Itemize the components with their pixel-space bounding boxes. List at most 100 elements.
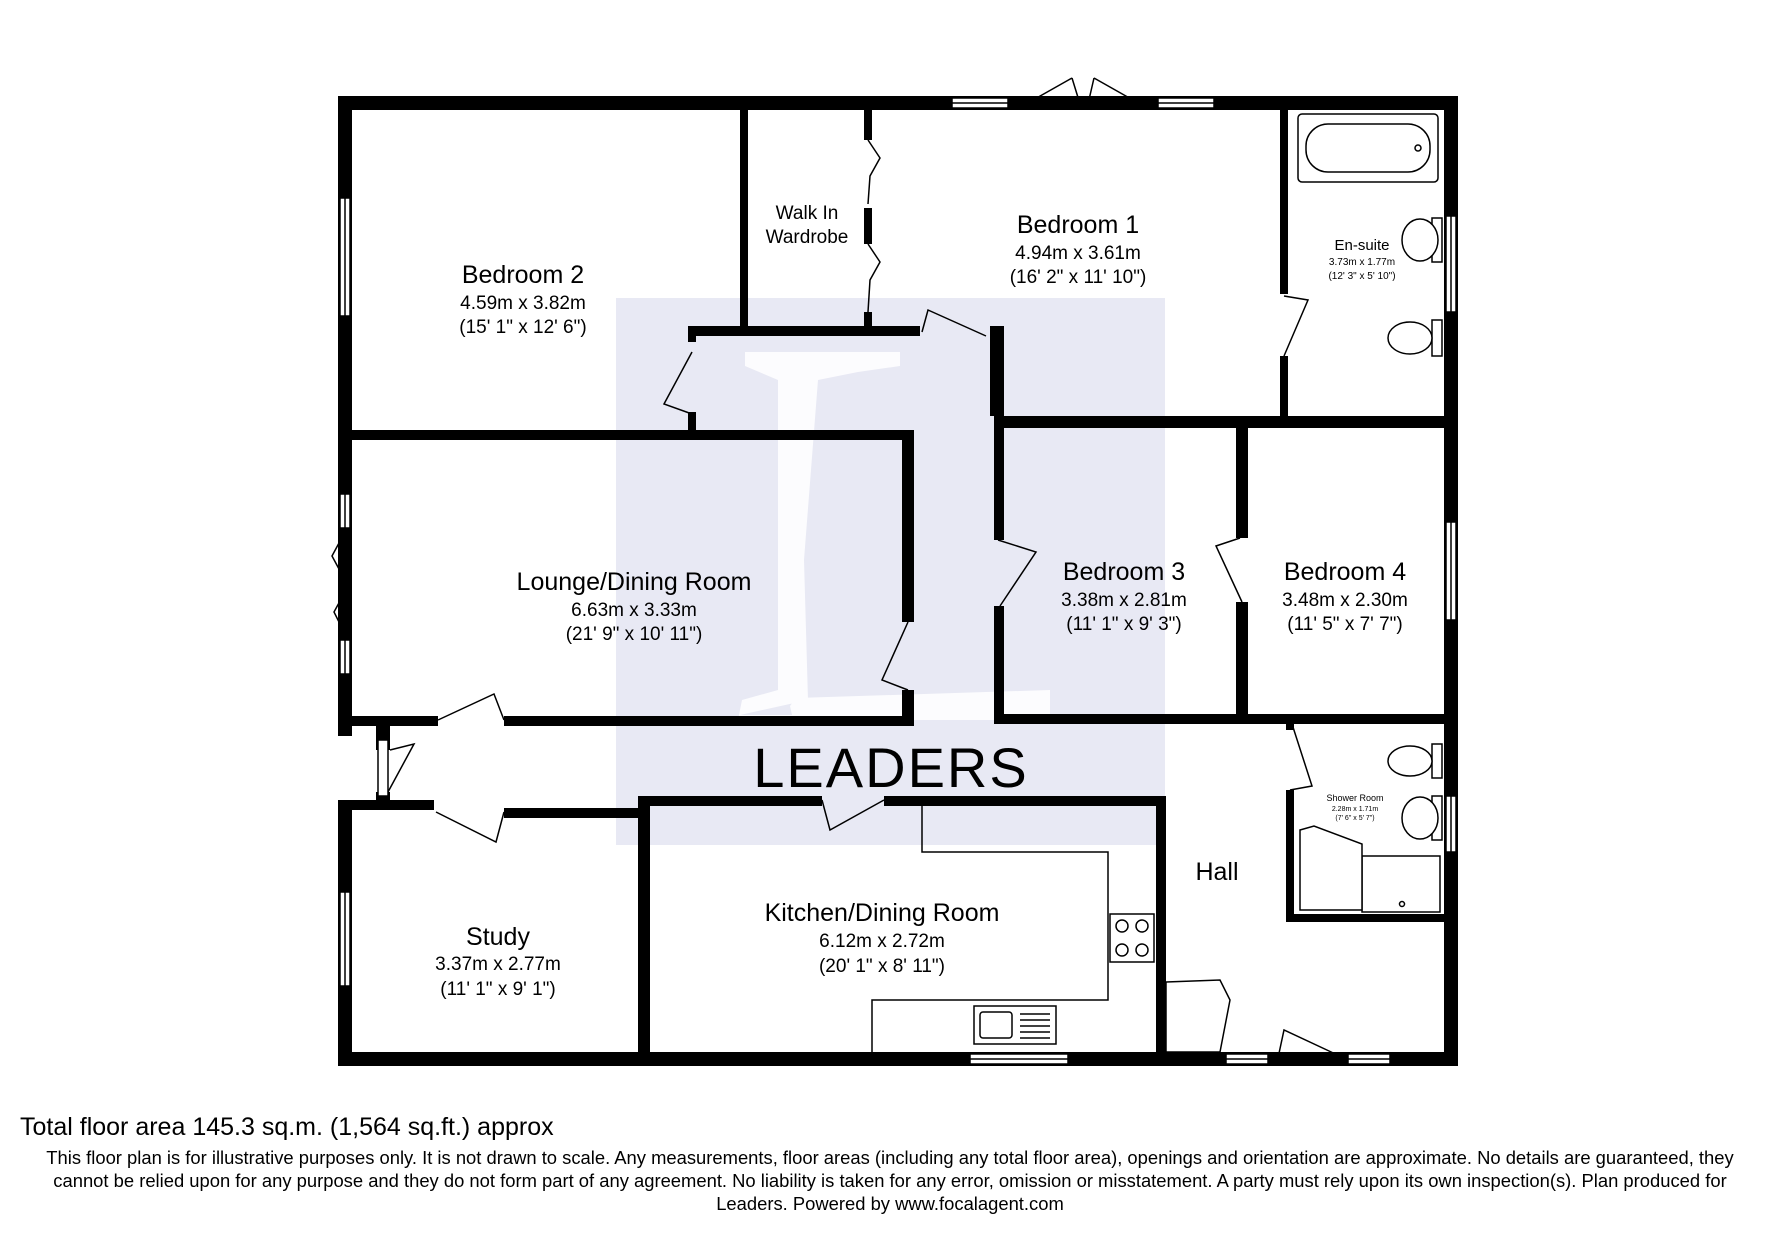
window-bedroom4 <box>1445 521 1457 621</box>
room-dimensions-metric: 4.59m x 3.82m <box>460 293 586 314</box>
total-floor-area: Total floor area 145.3 sq.m. (1,564 sq.f… <box>20 1113 554 1141</box>
room-dimensions-metric: 6.63m x 3.33m <box>571 600 697 621</box>
door-lounge-french <box>331 529 347 637</box>
room-labels: Bedroom 2 4.59m x 3.82m (15' 1" x 12' 6"… <box>435 203 1408 1000</box>
window-kitchen <box>969 1053 1069 1065</box>
window-study <box>339 891 351 987</box>
window-lounge-top <box>339 493 351 529</box>
bedroom-2-label: Bedroom 2 4.59m x 3.82m (15' 1" x 12' 6"… <box>459 261 586 338</box>
wall-shower-top-stub <box>1286 722 1294 730</box>
porch-frame <box>377 739 389 797</box>
room-name: Kitchen/Dining Room <box>765 899 1000 927</box>
wall-lounge-bottom-left <box>352 716 438 726</box>
walk-in-wardrobe-label: Walk In Wardrobe <box>766 203 849 248</box>
wall-kitchen-top-left <box>638 796 822 806</box>
window-top-left <box>951 97 1009 109</box>
disclaimer-text: This floor plan is for illustrative purp… <box>46 1147 1734 1214</box>
window-hall-right <box>1347 1053 1391 1065</box>
kitchen-worktop-outline <box>871 806 1109 1052</box>
window-shower <box>1445 795 1457 853</box>
door-bedroom1 <box>921 308 987 337</box>
wall-lounge-bottom-right <box>504 716 914 726</box>
hall-cupboard <box>1165 979 1231 1053</box>
room-dimensions-metric: 3.73m x 1.77m <box>1329 257 1395 268</box>
door-study <box>435 811 505 844</box>
window-top-right <box>1157 97 1215 109</box>
wall-corridor-left-lower <box>688 412 696 438</box>
room-name: Bedroom 3 <box>1063 558 1185 586</box>
shower-room-toilet-icon <box>1387 743 1443 779</box>
door-front <box>1277 1028 1345 1059</box>
watermark-panel <box>616 298 1165 845</box>
study-label: Study 3.37m x 2.77m (11' 1" x 9' 1") <box>435 923 561 1000</box>
wall-bed1-bed3 <box>994 416 1444 428</box>
leaders-watermark: LEADERS <box>616 298 1165 845</box>
room-dimensions-imperial: (20' 1" x 8' 11") <box>819 956 945 977</box>
wall-bed1-ensuite-lower <box>1280 356 1288 416</box>
room-name: Bedroom 2 <box>462 261 584 289</box>
room-name: Study <box>466 923 530 951</box>
wall-bed1-ensuite <box>1280 110 1288 294</box>
hall-label: Hall <box>1195 858 1238 886</box>
wall-corridor-bed3-lower <box>994 606 1004 724</box>
wall-bed2-wardrobe <box>740 110 748 332</box>
fixtures <box>871 113 1443 1053</box>
wall-wardrobe-door-mid <box>864 208 872 244</box>
wall-wardrobe-door-bottom <box>864 312 872 332</box>
room-name: Shower Room <box>1326 793 1383 803</box>
room-dimensions-imperial: (16' 2" x 11' 10") <box>1010 267 1147 288</box>
watermark-letter-l <box>738 352 1050 720</box>
room-name: En-suite <box>1334 237 1389 254</box>
door-kitchen <box>821 799 885 832</box>
shower-room-basin-icon <box>1401 795 1443 841</box>
window-hall-left <box>1225 1053 1269 1065</box>
watermark-text: LEADERS <box>753 736 1028 799</box>
room-dimensions-metric: 6.12m x 2.72m <box>819 931 945 952</box>
window-ensuite <box>1445 215 1457 313</box>
room-dimensions-imperial: (11' 1" x 9' 1") <box>440 979 555 1000</box>
wall-bed-hall <box>994 714 1444 724</box>
door-wardrobe-bifold <box>867 139 881 313</box>
door-bedroom4 <box>1214 537 1243 603</box>
room-dimensions-imperial: (11' 1" x 9' 3") <box>1066 614 1181 635</box>
room-dimensions-imperial: (11' 5" x 7' 7") <box>1287 614 1402 635</box>
door-patio-bedroom1 <box>1025 77 1141 105</box>
door-porch <box>387 742 416 793</box>
room-name: Lounge/Dining Room <box>517 568 752 596</box>
door-shower-room <box>1289 723 1313 791</box>
window-bedroom2 <box>339 197 351 317</box>
en-suite-label: En-suite 3.73m x 1.77m (12' 3" x 5' 10") <box>1328 237 1395 282</box>
room-dimensions-metric: 2.28m x 1.71m <box>1332 806 1378 813</box>
ensuite-basin-icon <box>1401 217 1443 263</box>
wall-kitchen-top-right <box>884 796 1166 806</box>
door-ensuite <box>1283 295 1310 357</box>
kitchen-dining-label: Kitchen/Dining Room 6.12m x 2.72m (20' 1… <box>765 899 1000 977</box>
outer-wall-top <box>338 96 1458 110</box>
windows <box>339 97 1457 1065</box>
hob-icon <box>1109 913 1155 963</box>
room-dimensions-metric: 3.48m x 2.30m <box>1282 590 1408 611</box>
door-lounge-bottom <box>437 692 505 721</box>
bath-icon <box>1297 113 1439 183</box>
wall-study-kitchen <box>638 796 650 1058</box>
room-dimensions-metric: 3.38m x 2.81m <box>1061 590 1187 611</box>
vanity-unit-icon <box>1299 825 1363 911</box>
ensuite-toilet-icon <box>1387 319 1443 357</box>
wall-bed2-lounge <box>352 430 912 440</box>
shower-tray-icon <box>1361 855 1441 913</box>
wall-wardrobe-door-top <box>864 110 872 140</box>
wall-shower-left <box>1286 790 1294 920</box>
wall-bed3-bed4-upper <box>1236 422 1248 538</box>
wall-kitchen-hall <box>1156 796 1166 1058</box>
window-lounge-bottom <box>339 639 351 675</box>
room-dimensions-metric: 4.94m x 3.61m <box>1015 243 1141 264</box>
wall-study-top-right <box>504 808 644 818</box>
room-name: Hall <box>1195 858 1238 886</box>
door-lounge-right <box>880 621 909 691</box>
room-name-line1: Walk In <box>776 203 839 224</box>
door-bedroom2 <box>662 351 693 415</box>
wall-shower-bottom <box>1286 914 1444 922</box>
door-bedroom3 <box>997 539 1038 607</box>
room-name: Bedroom 1 <box>1017 211 1139 239</box>
room-name-line2: Wardrobe <box>766 227 849 248</box>
